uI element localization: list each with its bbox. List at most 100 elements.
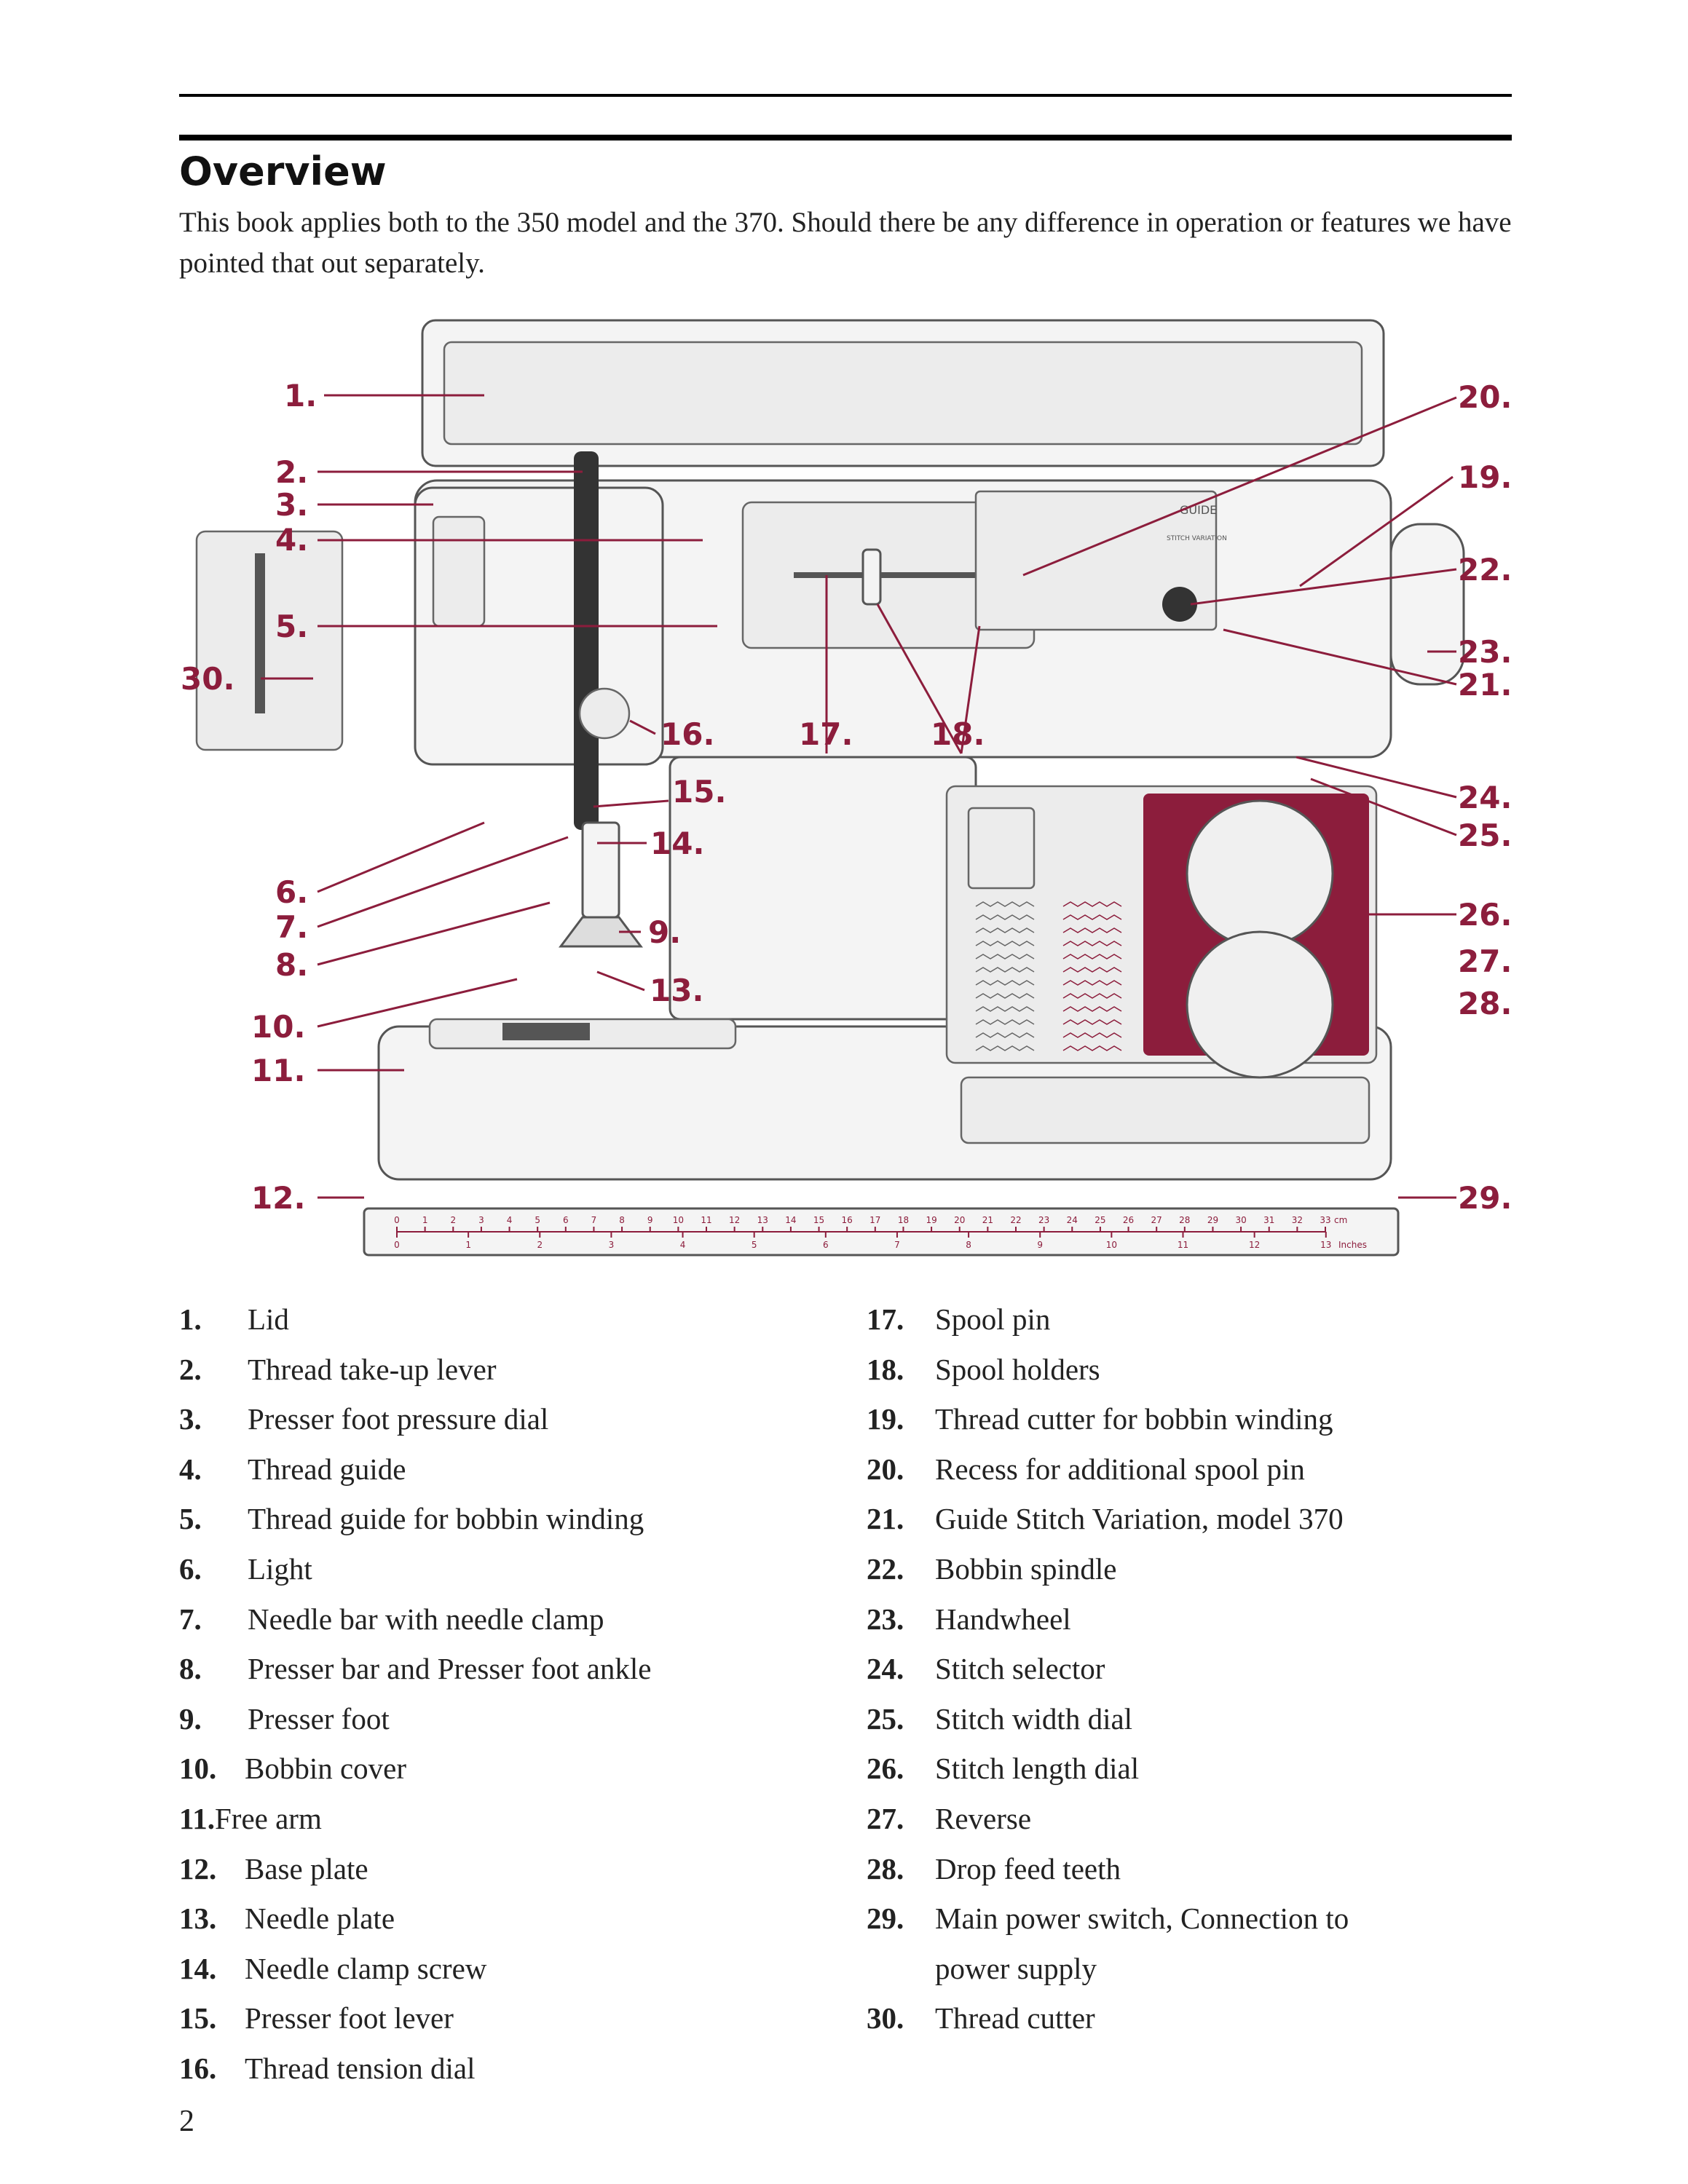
ruler-cm-label: 6	[563, 1215, 569, 1225]
ruler-inch-label: 12	[1249, 1240, 1260, 1250]
callout-21: 21.	[1458, 667, 1512, 703]
part-label: Needle plate	[245, 1902, 395, 1936]
list-item: 12.Base plate	[179, 1844, 835, 1894]
ruler-cm-label: 10	[673, 1215, 684, 1225]
part-number: 20.	[867, 1452, 904, 1486]
part-number: 23.	[867, 1602, 904, 1636]
stitch-row	[975, 993, 1035, 999]
accessory-tray	[960, 1076, 1370, 1144]
callout-7: 7.	[275, 909, 308, 945]
ruler-cm-label: 19	[926, 1215, 936, 1225]
callout-14: 14.	[650, 826, 704, 861]
list-item: 9.Presser foot	[179, 1694, 835, 1744]
part-number: 1.	[179, 1302, 202, 1336]
list-item: 22. Bobbin spindle	[867, 1544, 1507, 1594]
part-label: power supply	[935, 1951, 1097, 1985]
stitch-row	[975, 954, 1035, 960]
stitch-row	[975, 901, 1035, 907]
ruler-cm-label: 1	[422, 1215, 428, 1225]
ruler-inch-label: 9	[1037, 1240, 1043, 1250]
ruler-cm-label: 26	[1123, 1215, 1134, 1225]
callout-23: 23.	[1458, 634, 1512, 670]
ruler-cm-label: 5	[535, 1215, 540, 1225]
part-label: Free arm	[215, 1801, 322, 1835]
part-number: 15.	[179, 2001, 217, 2035]
ruler-cm-label: 15	[813, 1215, 824, 1225]
needle-bar-shape	[581, 821, 620, 919]
list-item: 10. Bobbin cover	[179, 1744, 835, 1794]
ruler-cm-label: 18	[898, 1215, 909, 1225]
list-item: 23.Handwheel	[867, 1594, 1507, 1645]
part-label: Stitch length dial	[935, 1752, 1140, 1786]
stitch-row	[1062, 1032, 1122, 1038]
list-item: 21.Guide Stitch Variation, model 370	[867, 1494, 1507, 1544]
stitch-row	[1062, 1045, 1122, 1051]
callout-4: 4.	[275, 522, 308, 558]
callout-25: 25.	[1458, 818, 1512, 853]
stitch-row	[975, 1006, 1035, 1012]
callout-16: 16.	[660, 716, 714, 752]
stitch-row	[1062, 1019, 1122, 1025]
ruler-cm-label: 29	[1207, 1215, 1218, 1225]
part-number: 12.	[179, 1851, 217, 1886]
parts-list-right: 17.Spool pin 18.Spool holders 19.Thread …	[867, 1294, 1507, 2043]
stitch-row	[975, 980, 1035, 986]
part-label: Thread cutter for bobbin winding	[935, 1402, 1333, 1436]
part-number: 11.	[179, 1801, 215, 1835]
callout-10: 10.	[251, 1009, 305, 1045]
part-number: 26.	[867, 1752, 904, 1786]
callout-9: 9.	[648, 914, 681, 950]
stitch-row	[1062, 927, 1122, 933]
list-item: 4. Thread guide	[179, 1444, 835, 1495]
stitch-row	[1062, 993, 1122, 999]
part-number: 7.	[179, 1602, 202, 1636]
part-number: 17.	[867, 1302, 904, 1336]
part-number: 24.	[867, 1652, 904, 1686]
stitch-row	[1062, 967, 1122, 973]
list-item: 26. Stitch length dial	[867, 1744, 1507, 1794]
part-label: Bobbin cover	[245, 1752, 407, 1786]
callout-20: 20.	[1458, 379, 1512, 415]
ruler-inch-label: 8	[966, 1240, 971, 1250]
part-number: 14.	[179, 1951, 217, 1985]
part-label: Bobbin spindle	[935, 1551, 1117, 1586]
part-number: 22.	[867, 1551, 904, 1586]
part-number: 4.	[179, 1452, 202, 1486]
stitch-display	[967, 807, 1036, 890]
part-number: 10.	[179, 1752, 217, 1786]
callout-15: 15.	[672, 774, 726, 810]
callout-17: 17.	[799, 716, 853, 752]
list-item: 14. Needle clamp screw	[179, 1944, 835, 1994]
callout-19: 19.	[1458, 459, 1512, 495]
ruler-inch-label: 13	[1320, 1240, 1331, 1250]
stitch-length-dial-shape	[1186, 930, 1334, 1079]
bobbin-spindle-shape	[1162, 587, 1197, 622]
part-label: Drop feed teeth	[935, 1851, 1121, 1886]
part-number: 16.	[179, 2051, 217, 2085]
ruler-cm-label: 14	[785, 1215, 796, 1225]
stitch-row	[975, 941, 1035, 946]
ruler-cm-label: 11	[701, 1215, 711, 1225]
callout-6: 6.	[275, 874, 308, 910]
ruler-inch-label: 2	[537, 1240, 543, 1250]
stitch-chart	[975, 901, 1122, 1051]
list-item: 27.Reverse	[867, 1794, 1507, 1844]
guide-stitch-panel	[974, 490, 1218, 631]
needle-plate-shape	[502, 1023, 590, 1040]
list-item: 11.Free arm	[179, 1794, 835, 1844]
stitch-row	[1062, 941, 1122, 946]
parts-list-left: 1.Lid 2.Thread take-up lever 3.Presser f…	[179, 1294, 835, 2094]
ruler-inch-label: 3	[609, 1240, 615, 1250]
page-number: 2	[179, 2105, 194, 2138]
list-item: 24.Stitch selector	[867, 1644, 1507, 1694]
part-label: Thread guide	[248, 1452, 406, 1486]
list-item: 19.Thread cutter for bobbin winding	[867, 1394, 1507, 1444]
ruler-cm-label: 21	[982, 1215, 993, 1225]
part-number: 8.	[179, 1652, 202, 1686]
ruler-cm-label: 7	[591, 1215, 597, 1225]
part-number: 29.	[867, 1902, 904, 1936]
part-label: Needle clamp screw	[245, 1951, 487, 1985]
list-item: 1.Lid	[179, 1294, 835, 1345]
ruler-inch-label: 4	[680, 1240, 686, 1250]
